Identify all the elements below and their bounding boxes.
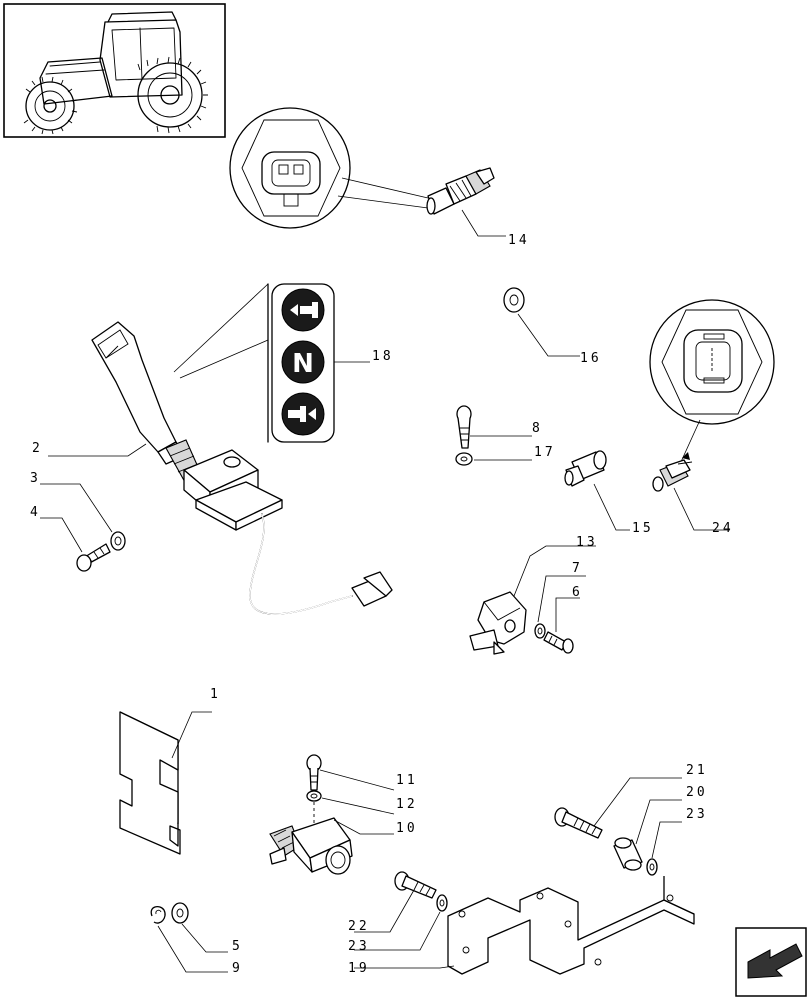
part-4-bolt — [40, 517, 111, 572]
callout-7: 7 — [572, 561, 583, 576]
part-10-solenoid-switch — [269, 817, 394, 875]
part-18-shuttle-decal: N — [173, 283, 370, 443]
part-23-washer-upper — [646, 821, 682, 876]
part-20-spacer — [613, 799, 682, 871]
callout-23-lower: 23 — [348, 939, 370, 954]
callout-18: 18 — [372, 349, 394, 364]
part-15-sender-fitting — [564, 450, 630, 531]
callout-1: 1 — [210, 687, 221, 702]
part-14-temperature-sensor — [426, 167, 506, 237]
callout-15: 15 — [632, 521, 654, 536]
callout-21: 21 — [686, 763, 708, 778]
callout-2: 2 — [32, 441, 43, 456]
callout-12: 12 — [396, 797, 418, 812]
decal-neutral-letter: N — [292, 349, 314, 379]
callout-22: 22 — [348, 919, 370, 934]
part-17-washer — [455, 452, 532, 466]
part-7-washer — [534, 575, 586, 639]
callout-13: 13 — [576, 535, 598, 550]
part-3-washer — [40, 483, 126, 551]
part-21-bolt — [554, 777, 682, 839]
part-8-bolt — [456, 405, 532, 449]
tractor-thumbnail — [3, 3, 226, 138]
part-2-shuttle-lever — [48, 321, 393, 615]
callout-17: 17 — [534, 445, 556, 460]
callout-11: 11 — [396, 773, 418, 788]
part-5-washer — [171, 902, 228, 953]
part-23-washer-lower — [354, 894, 448, 951]
callout-20: 20 — [686, 785, 708, 800]
part-19-support-bracket — [354, 876, 695, 975]
callout-4: 4 — [30, 505, 41, 520]
callout-8: 8 — [532, 421, 543, 436]
part-24-detail-view — [649, 299, 775, 465]
callout-19: 19 — [348, 961, 370, 976]
callout-labels: 1 2 3 4 5 6 7 8 9 10 11 12 13 14 15 16 1… — [30, 233, 734, 976]
next-page-arrow-icon[interactable] — [735, 927, 807, 997]
callout-23-upper: 23 — [686, 807, 708, 822]
callout-6: 6 — [572, 585, 583, 600]
part-1-cover-gasket — [119, 711, 212, 855]
part-6-bolt — [543, 597, 580, 654]
part-16-washer — [503, 287, 580, 357]
part-22-bolt — [354, 871, 437, 933]
callout-3: 3 — [30, 471, 41, 486]
callout-9: 9 — [232, 961, 243, 976]
part-24-pressure-switch — [652, 459, 730, 531]
part-13-mounting-bracket — [469, 545, 596, 655]
callout-10: 10 — [396, 821, 418, 836]
callout-5: 5 — [232, 939, 243, 954]
callout-24: 24 — [712, 521, 734, 536]
callout-14: 14 — [508, 233, 530, 248]
part-9-snap-ring — [150, 905, 228, 973]
sensor-14-detail-view — [229, 107, 429, 229]
callout-16: 16 — [580, 351, 602, 366]
part-11-bolt — [306, 754, 395, 791]
